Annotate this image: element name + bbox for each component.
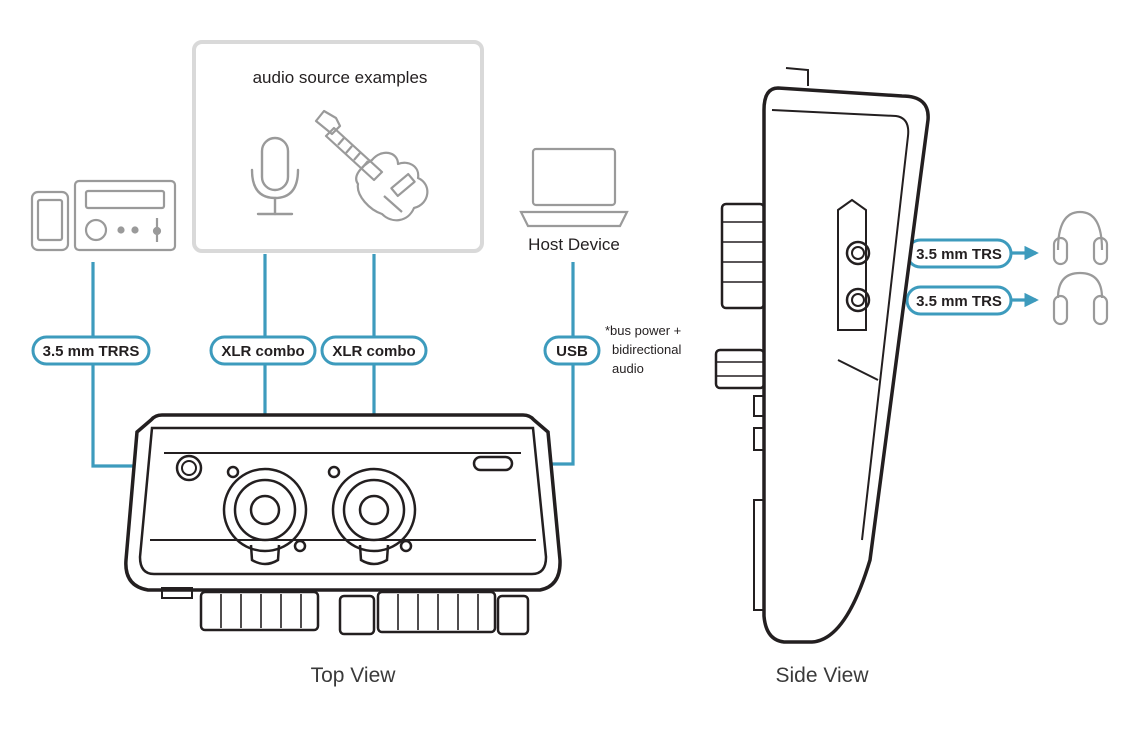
usb-note-line1: *bus power + bbox=[605, 323, 681, 338]
panel-title: audio source examples bbox=[253, 68, 428, 87]
headphones-icon bbox=[1052, 210, 1109, 266]
top-view-caption: Top View bbox=[311, 664, 397, 687]
xlr-jack bbox=[222, 465, 308, 566]
laptop-icon bbox=[519, 147, 629, 228]
side-view-caption: Side View bbox=[775, 664, 869, 687]
usb-pill: USB bbox=[543, 335, 601, 366]
host-device-label: Host Device bbox=[528, 235, 620, 254]
trs2-label: 3.5 mm TRS bbox=[916, 293, 1002, 310]
xlr2-pill: XLR combo bbox=[320, 335, 428, 366]
trs2-pill: 3.5 mm TRS bbox=[905, 285, 1013, 316]
usb-note-line2: bidirectional bbox=[612, 342, 681, 357]
xlr1-pill: XLR combo bbox=[209, 335, 317, 366]
device-side-view bbox=[714, 67, 930, 644]
stereo-receiver-icon bbox=[73, 179, 177, 252]
device-top-view bbox=[124, 413, 562, 636]
microphone-icon bbox=[250, 136, 300, 216]
trs1-label: 3.5 mm TRS bbox=[916, 246, 1002, 263]
xlr1-label: XLR combo bbox=[221, 343, 304, 360]
xlr2-label: XLR combo bbox=[332, 343, 415, 360]
trrs-pill: 3.5 mm TRRS bbox=[31, 335, 151, 366]
audio-source-panel: audio source examples bbox=[192, 40, 484, 253]
trrs-label: 3.5 mm TRRS bbox=[43, 343, 140, 360]
trs1-pill: 3.5 mm TRS bbox=[905, 238, 1013, 269]
electric-guitar-icon bbox=[314, 109, 429, 222]
usb-label: USB bbox=[556, 343, 588, 360]
smartphone-icon bbox=[30, 190, 70, 252]
usb-note-line3: audio bbox=[612, 361, 644, 376]
xlr-jack bbox=[327, 465, 417, 566]
headphones-icon bbox=[1052, 271, 1109, 326]
